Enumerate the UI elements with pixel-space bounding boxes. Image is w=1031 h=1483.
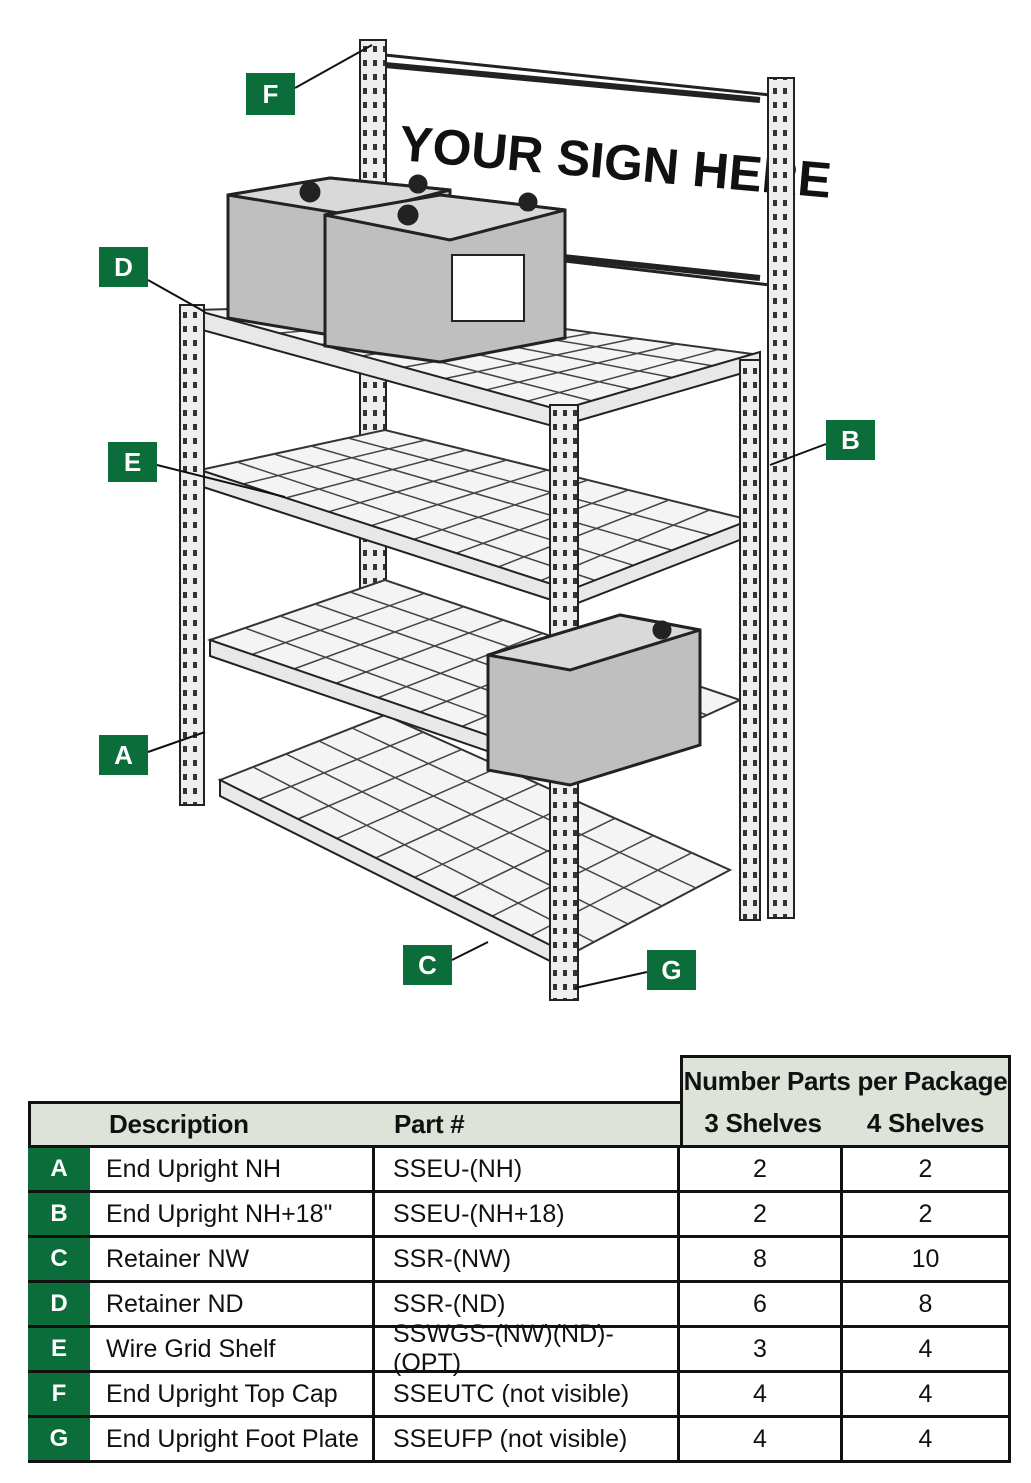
grid-wire <box>318 740 663 907</box>
grid-wire <box>364 469 548 529</box>
grid-wire <box>323 459 507 515</box>
shelving-diagram: YOUR SIGN HERE <box>99 39 875 1001</box>
row-description: Retainer ND <box>90 1283 375 1328</box>
grid-wire <box>257 731 424 801</box>
row-letter-badge: F <box>28 1373 90 1418</box>
row-qty-4-shelves: 2 <box>843 1193 1011 1238</box>
row-part-number: SSR-(NW) <box>375 1238 680 1283</box>
header-description: Description <box>28 1101 375 1148</box>
grid-wire <box>446 817 616 901</box>
svg-text:B: B <box>841 425 860 455</box>
callout-badge-e: E <box>108 442 157 482</box>
grid-wire <box>333 765 501 841</box>
row-letter-badge: D <box>28 1283 90 1328</box>
row-letter-badge: B <box>28 1193 90 1238</box>
row-qty-4-shelves: 4 <box>843 1373 1011 1418</box>
group-header: Number Parts per Package <box>680 1055 1011 1104</box>
row-letter-badge: A <box>28 1148 90 1193</box>
grid-wire <box>331 619 504 686</box>
row-letter-badge: C <box>28 1238 90 1283</box>
row-part-number: SSEUFP (not visible) <box>375 1418 680 1463</box>
svg-text:F: F <box>263 79 279 109</box>
row-part-number: SSWGS-(NW)(ND)-(OPT) <box>375 1320 680 1377</box>
grid-wire <box>347 437 715 537</box>
row-description: End Upright NH <box>90 1148 375 1193</box>
grid-wire <box>371 632 544 701</box>
row-qty-4-shelves: 8 <box>843 1283 1011 1328</box>
callout-badge-b: B <box>826 420 875 460</box>
grid-wire <box>310 445 679 553</box>
svg-text:A: A <box>114 740 133 770</box>
row-description: End Upright Foot Plate <box>90 1418 375 1463</box>
row-part-number: SSEU-(NH) <box>375 1148 680 1193</box>
svg-text:E: E <box>124 447 141 477</box>
battery-right <box>323 192 567 364</box>
row-qty-3-shelves: 2 <box>680 1148 843 1193</box>
row-qty-4-shelves: 4 <box>843 1328 1011 1373</box>
header-4-shelves: 4 Shelves <box>843 1101 1011 1148</box>
row-qty-4-shelves: 2 <box>843 1148 1011 1193</box>
grid-wire <box>236 461 607 585</box>
row-letter-badge: E <box>28 1328 90 1373</box>
grid-wire <box>408 800 577 881</box>
row-qty-3-shelves: 4 <box>680 1373 843 1418</box>
svg-text:G: G <box>661 955 681 985</box>
grid-wire <box>282 449 467 500</box>
grid-wire <box>519 348 719 405</box>
callout-badge-d: D <box>99 247 148 287</box>
row-description: Wire Grid Shelf <box>90 1328 375 1373</box>
grid-wire <box>250 592 425 656</box>
retainer-beams <box>194 308 761 968</box>
grid-wire <box>478 343 677 393</box>
header-3-shelves: 3 Shelves <box>680 1101 846 1148</box>
grid-wire <box>252 766 595 943</box>
grid-wire <box>438 337 636 381</box>
row-description: End Upright NH+18" <box>90 1193 375 1238</box>
svg-text:D: D <box>114 252 133 282</box>
row-description: End Upright Top Cap <box>90 1373 375 1418</box>
callout-badge-c: C <box>403 945 452 985</box>
battery-lower <box>486 613 702 787</box>
header-part-number: Part # <box>372 1101 683 1148</box>
grid-wire <box>295 748 462 821</box>
row-qty-3-shelves: 8 <box>680 1238 843 1283</box>
callout-badge-g: G <box>647 950 696 990</box>
grid-wire <box>290 605 465 671</box>
grid-wire <box>240 439 426 486</box>
grid-wire <box>446 489 629 558</box>
row-part-number: SSEU-(NH+18) <box>375 1193 680 1238</box>
grid-wire <box>351 727 697 889</box>
row-qty-3-shelves: 2 <box>680 1193 843 1238</box>
callout-badge-a: A <box>99 735 148 775</box>
grid-wire <box>370 783 539 861</box>
callout-leaders <box>147 44 827 989</box>
row-qty-4-shelves: 4 <box>843 1418 1011 1463</box>
row-qty-4-shelves: 10 <box>843 1238 1011 1283</box>
row-letter-badge: G <box>28 1418 90 1463</box>
row-qty-3-shelves: 3 <box>680 1328 843 1373</box>
row-qty-3-shelves: 4 <box>680 1418 843 1463</box>
callout-badge-f: F <box>246 73 295 115</box>
row-part-number: SSR-(ND) <box>375 1283 680 1328</box>
row-part-number: SSEUTC (not visible) <box>375 1373 680 1418</box>
row-qty-3-shelves: 6 <box>680 1283 843 1328</box>
row-description: Retainer NW <box>90 1238 375 1283</box>
grid-wire <box>273 453 643 569</box>
svg-text:C: C <box>418 950 437 980</box>
